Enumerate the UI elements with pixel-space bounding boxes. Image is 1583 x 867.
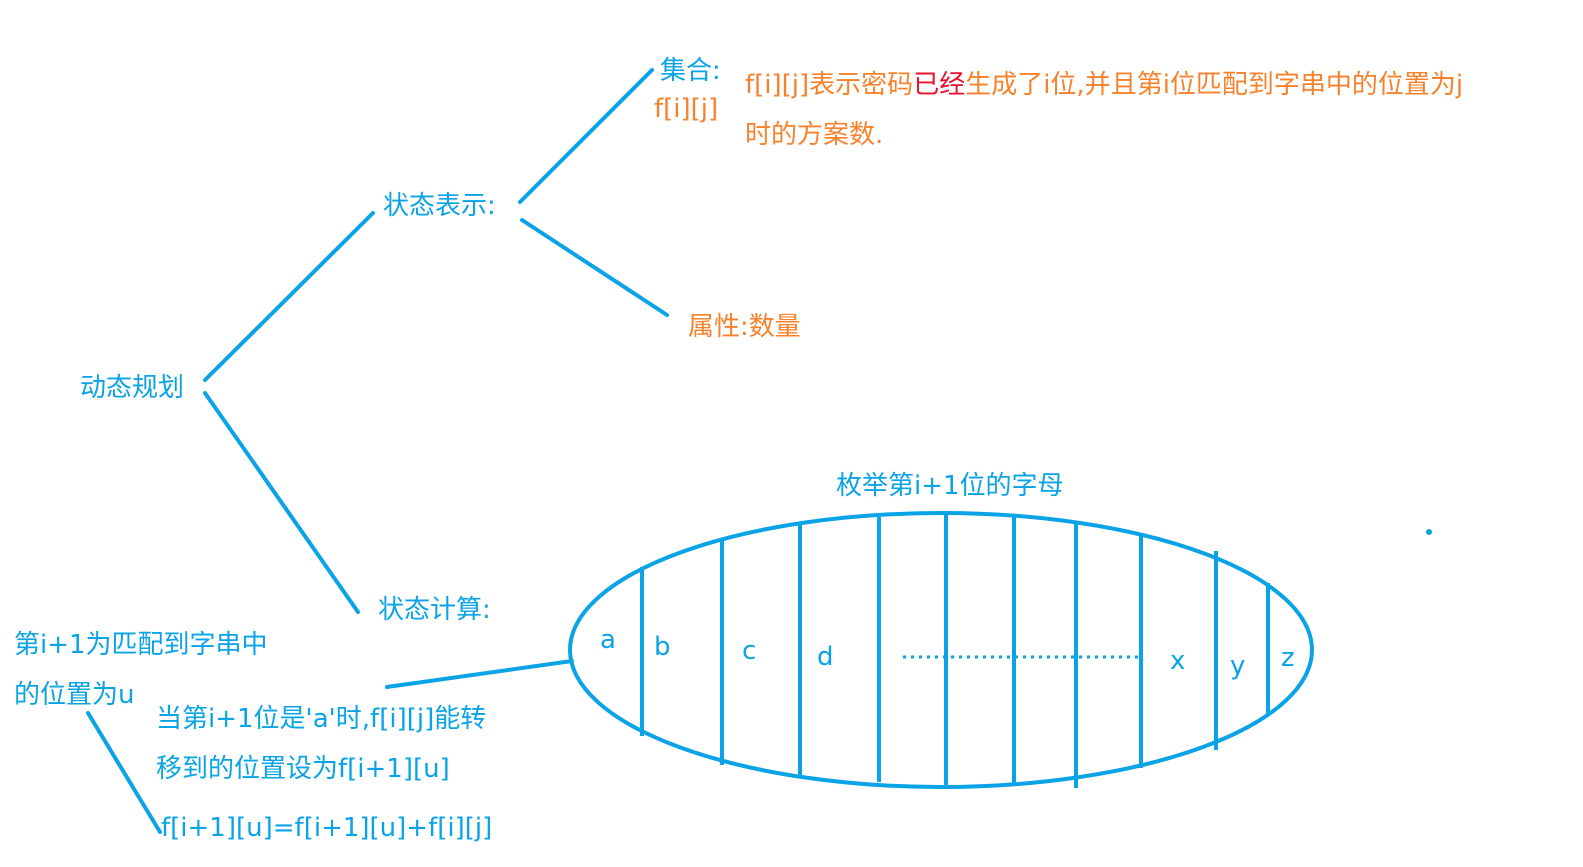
- set-description-line1: f[i][j]表示密码已经生成了i位,并且第i位匹配到字串中的位置为j: [745, 72, 1463, 98]
- edge-to-set: [518, 68, 654, 204]
- set-symbol: f[i][j]: [654, 94, 719, 124]
- set-description-line2: 时的方案数.: [745, 120, 884, 150]
- edge-u-to-formula: [86, 711, 162, 834]
- state-representation-label: 状态表示:: [383, 191, 496, 221]
- letter-z: z: [1281, 643, 1295, 673]
- enumeration-ellipse: [568, 511, 1314, 789]
- letter-y: y: [1230, 651, 1246, 681]
- edge-root-to-state-representation: [203, 211, 375, 382]
- set-label: 集合:: [660, 56, 721, 86]
- letter-d: d: [817, 642, 834, 672]
- note-u-line1: 第i+1为匹配到字串中: [14, 630, 268, 660]
- letter-dividers: [640, 513, 1270, 789]
- set-description-part2: 生成了i位,并且第i位匹配到字串中的位置为j: [965, 70, 1464, 100]
- note-transfer-line2: 移到的位置设为f[i+1][u]: [156, 754, 450, 784]
- stray-dot: [1426, 529, 1432, 535]
- attribute-label: 属性:数量: [688, 312, 801, 342]
- note-transfer-line1: 当第i+1位是'a'时,f[i][j]能转: [156, 704, 487, 734]
- set-description-highlight: 已经: [913, 70, 966, 100]
- letter-a: a: [600, 625, 616, 655]
- letter-x: x: [1170, 646, 1186, 676]
- transition-formula: f[i+1][u]=f[i+1][u]+f[i][j]: [161, 813, 493, 843]
- letter-c: c: [742, 636, 757, 666]
- letter-b: b: [654, 632, 671, 662]
- edge-root-to-state-computation: [203, 391, 360, 614]
- set-description-part1: f[i][j]表示密码: [745, 70, 914, 100]
- state-computation-label: 状态计算:: [378, 595, 491, 625]
- edge-to-enumeration-ellipse: [385, 659, 574, 689]
- root-node-label: 动态规划: [80, 373, 185, 403]
- note-u-line2: 的位置为u: [14, 680, 135, 710]
- enumeration-title: 枚举第i+1位的字母: [836, 471, 1064, 501]
- edge-to-attribute: [520, 218, 669, 317]
